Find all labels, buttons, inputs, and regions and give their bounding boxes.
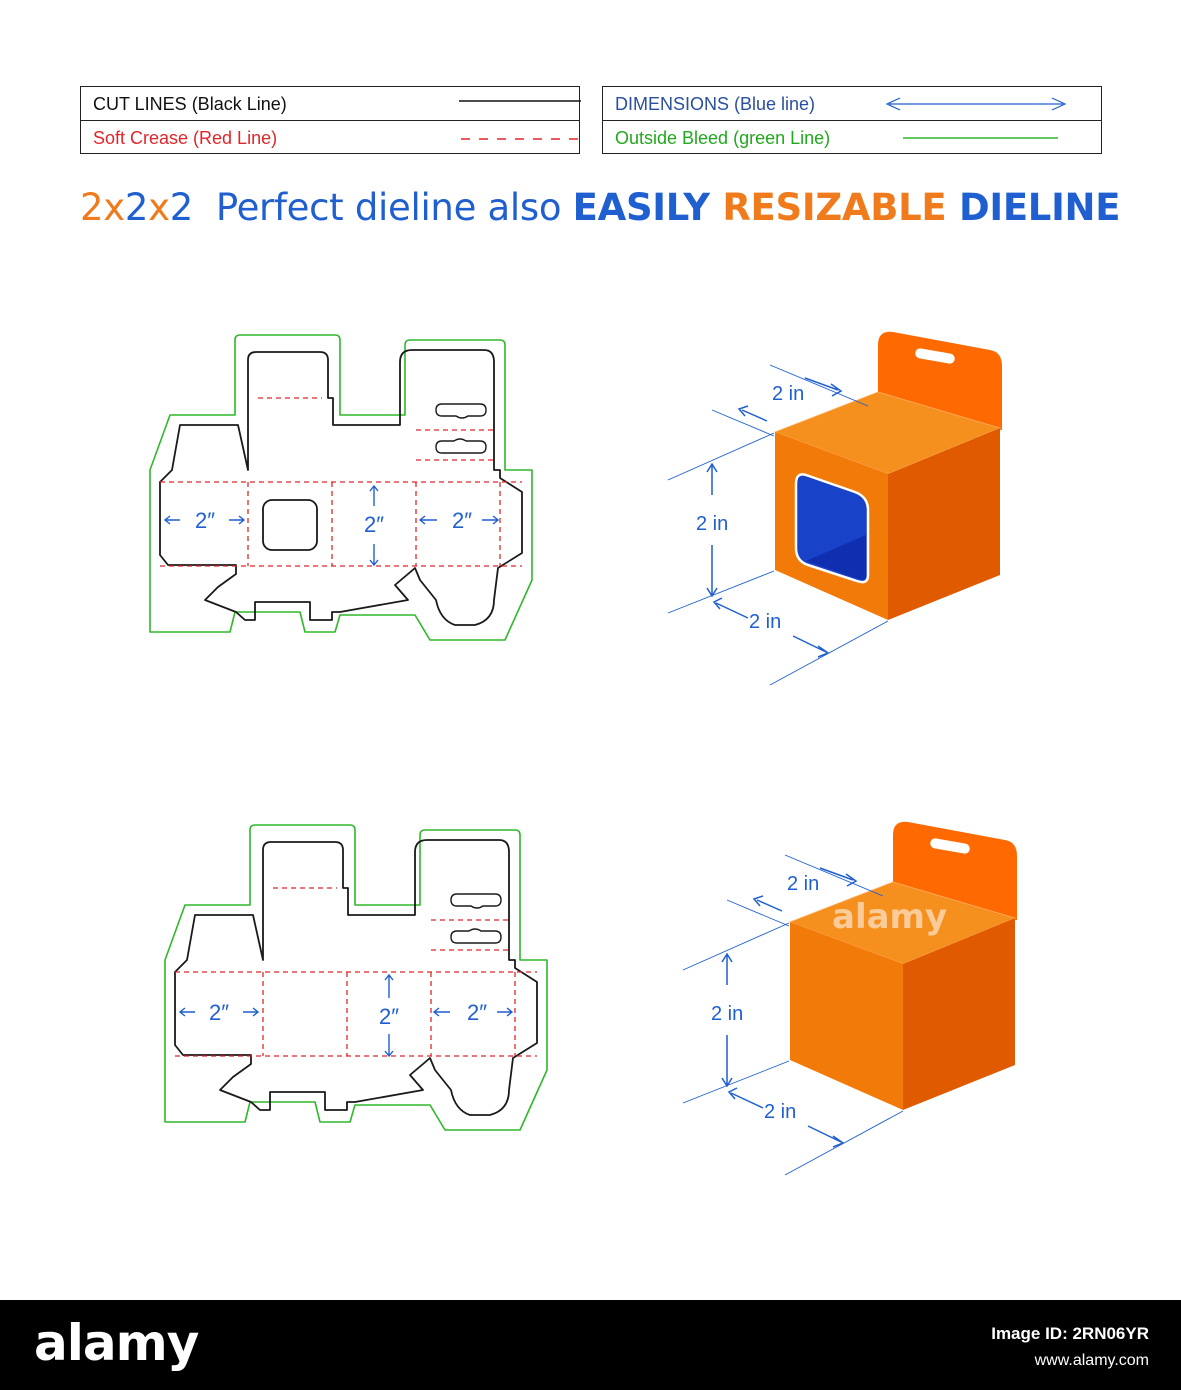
legend-dimension-label: DIMENSIONS (Blue line) [615,94,816,114]
artwork: 2″ 2″ 2″ 2″ 2″ 2″ [149,331,1017,1176]
dieline-top-height-label: 2″ [364,512,384,537]
hanger-hole [930,838,970,854]
headline-part-5: Perfect dieline also [192,186,573,229]
image-id-text: Image ID: 2RN06YR [991,1324,1149,1343]
headline-part-4: 2 [169,186,194,229]
headline: 2x2x2 Perfect dieline also EASILY RESIZA… [80,186,1121,229]
hanger-hole [915,348,955,364]
legend-cut-label: CUT LINES (Black Line) [93,94,287,114]
box-bottom-height-label: 2 in [711,1003,743,1025]
dieline-bottom-width-b-label: 2″ [467,1000,487,1025]
headline-part-7: RESIZABLE [722,186,959,229]
legend-bleed-row: Outside Bleed (green Line) [603,120,1101,153]
box-bottom-width-label: 2 in [764,1101,796,1123]
dieline-bottom-width-a-label: 2″ [209,1000,229,1025]
footer-bar: alamy Image ID: 2RN06YR www.alamy.com [0,1300,1181,1390]
dieline-top-width-a-label: 2″ [195,508,215,533]
legend-dimension-sample [885,97,1067,111]
legend-right-box: DIMENSIONS (Blue line) Outside Bleed (gr… [602,86,1102,154]
legend-crease-row: Soft Crease (Red Line) [81,120,581,153]
legend-crease-sample [461,138,581,140]
headline-part-3: x [148,186,170,229]
box-side-face [903,918,1015,1110]
legend-cut-sample [459,100,581,102]
site-url-text: www.alamy.com [1034,1352,1149,1369]
headline-part-6: EASILY [572,186,723,229]
legend-left-box: CUT LINES (Black Line) Soft Crease (Red … [80,86,581,154]
legend-bleed-sample [903,137,1058,139]
dieline-top-width-b-label: 2″ [452,508,472,533]
box-bottom-depth-label: 2 in [787,873,819,895]
brand-logo: alamy [34,1314,199,1372]
dieline-bottom-height-label: 2″ [379,1004,399,1029]
window-cutout [262,499,318,551]
box-top-width-label: 2 in [749,611,781,633]
box-top-depth-label: 2 in [772,383,804,405]
box-bottom: alamy 2 in 2 in 2 in [682,821,1017,1176]
dieline-top: 2″ 2″ 2″ [149,334,533,641]
watermark: alamy [832,897,947,937]
box-front-face [790,922,903,1110]
window-shade [806,535,866,580]
legend-crease-label: Soft Crease (Red Line) [93,128,278,148]
headline-part-2: 2 [124,186,149,229]
legend-bleed-label: Outside Bleed (green Line) [615,128,831,148]
box-side-face [888,428,1000,620]
legend-cut-row: CUT LINES (Black Line) [81,87,581,120]
headline-part-1: 2x [80,186,125,229]
legend-dimension-row: DIMENSIONS (Blue line) [603,87,1101,120]
box-top-height-label: 2 in [696,513,728,535]
headline-part-8: DIELINE [958,186,1121,229]
dieline-bottom: 2″ 2″ 2″ [164,824,548,1131]
box-top: 2 in 2 in 2 in [667,331,1002,686]
